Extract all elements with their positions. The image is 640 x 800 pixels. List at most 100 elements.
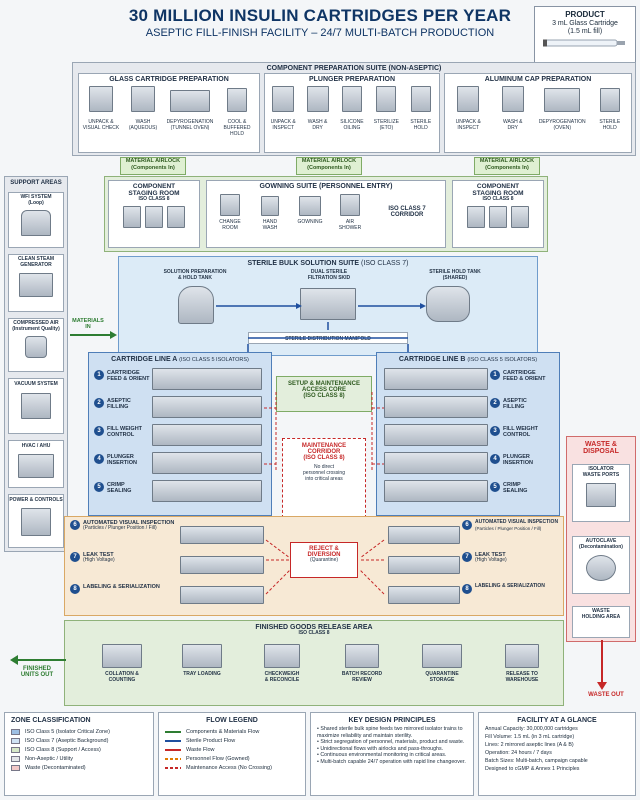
prep-tank-icon [178, 286, 214, 324]
post-a-step-6: 6 AUTOMATED VISUAL INSPECTION(Particles … [70, 520, 260, 552]
machine-icon [501, 86, 524, 112]
post-b-machines [388, 526, 460, 612]
step-number: 1 [94, 370, 104, 380]
tunnel-oven-icon [170, 90, 210, 112]
sink-icon [261, 196, 279, 216]
flow-legend-title: FLOW LEGEND [206, 717, 258, 724]
zone-swatch [11, 737, 20, 744]
autoclave-icon [586, 554, 616, 581]
principle-item: • Multi-batch capable 24/7 operation wit… [317, 759, 466, 766]
support-label: CLEAN STEAM GENERATOR [17, 256, 55, 268]
plunger-step-3: SILICONE OILING [335, 86, 368, 152]
zone-swatch [11, 764, 20, 771]
waste-port-icon [586, 482, 616, 507]
step-number: 6 [70, 520, 80, 530]
zone-legend-row: Waste (Decontaminated) [11, 763, 147, 772]
flow-legend-label: Maintenance Access (No Crossing) [186, 764, 272, 771]
setup-core: SETUP & MAINTENANCE ACCESS CORE (ISO CLA… [276, 376, 372, 412]
step-label: WASH (AQUEOUS) [128, 119, 158, 131]
flow-legend-row: Waste Flow [165, 745, 299, 754]
step-number: 2 [94, 398, 104, 408]
tray-loader-icon [182, 644, 222, 668]
machine-icon [272, 86, 295, 112]
post-a-machines [180, 526, 264, 612]
machine-icon [457, 86, 480, 112]
storage-rack-icon [489, 205, 507, 228]
inspection-machine-icon [388, 526, 460, 544]
finished-out-label: FINISHED UNITS OUT [20, 666, 54, 678]
leak-tester-icon [180, 556, 264, 574]
flow-legend-row: Personnel Flow (Gowned) [165, 754, 299, 763]
support-hvac: HVAC / AHU [8, 440, 64, 488]
gowning-steps: CHANGE ROOM HAND WASH GOWNING AIR SHOWER [210, 194, 370, 246]
step-label: STERILE HOLD [599, 119, 621, 131]
alucap-step-2: WASH & DRY [493, 86, 533, 152]
step-number: 5 [490, 482, 500, 492]
isolator-icon [152, 452, 262, 474]
step-label: COLLATION & COUNTING [105, 671, 139, 683]
reject-title: REJECT & DIVERSION [307, 546, 341, 558]
storage-rack-icon [167, 205, 185, 228]
glance-item: Fill Volume: 1.5 mL (in 3 mL cartridge) [485, 733, 575, 740]
waste-item-label: ISOLATOR WASTE PORTS [582, 466, 620, 478]
line-b-title: CARTRIDGE LINE B (ISO CLASS 5 ISOLATORS) [377, 356, 559, 363]
waste-title: WASTE & DISPOSAL [583, 441, 619, 455]
flow-legend-label: Personnel Flow (Gowned) [186, 755, 250, 762]
machine-icon [376, 86, 397, 112]
release-step-4: BATCH RECORD REVIEW [332, 640, 392, 704]
support-label: VACUUM SYSTEM [14, 381, 58, 387]
waste-out-label: WASTE OUT [588, 692, 624, 698]
step-sub: (High Voltage) [83, 557, 115, 564]
ahu-icon [18, 453, 54, 478]
plunger-steps: UNPACK & INSPECT WASH & DRY SILICONE OIL… [266, 86, 438, 152]
product-heading: PRODUCT [565, 10, 605, 19]
materials-in-label: MATERIALS IN [72, 318, 104, 331]
rack-icon [227, 88, 247, 112]
staging-right-class: ISO CLASS 8 [482, 196, 514, 202]
control-cabinet-icon [21, 507, 51, 536]
step-label: FILL WEIGHT CONTROL [503, 426, 539, 439]
glass-step-4: COOL & BUFFERED HOLD [217, 86, 257, 152]
flow-line-swatch [165, 766, 181, 769]
reject-sub: (Quarantine) [309, 557, 339, 563]
line-b-isolators [384, 368, 488, 512]
waste-item-label: AUTOCLAVE (Decontamination) [579, 538, 623, 550]
step-number: 1 [490, 370, 500, 380]
release-step-5: QUARANTINE STORAGE [412, 640, 472, 704]
zone-legend-label: Non-Aseptic / Utility [25, 755, 73, 762]
generator-icon [19, 272, 53, 297]
storage-rack-icon [467, 205, 485, 228]
step-label: CHANGE ROOM [219, 219, 241, 231]
step-label: DEPYROGENATION (OVEN) [538, 119, 586, 131]
page-subtitle: ASEPTIC FILL-FINISH FACILITY – 24/7 MULT… [145, 27, 495, 39]
alucap-step-3: DEPYROGENATION (OVEN) [537, 86, 587, 152]
gowning-step-2: HAND WASH [252, 194, 288, 246]
step-title: AUTOMATED VISUAL INSPECTION [83, 520, 175, 526]
reject-dashed-arrows [265, 539, 385, 595]
inspection-machine-icon [180, 526, 264, 544]
glance-item: Annual Capacity: 30,000,000 cartridges [485, 726, 578, 732]
step-title: AUTOMATED VISUAL INSPECTION [475, 519, 559, 525]
line-a-title-text: CARTRIDGE LINE A [111, 356, 178, 363]
machine-icon [341, 86, 362, 112]
plunger-step-4: STERILIZE (ETO) [370, 86, 403, 152]
post-b: 6 AUTOMATED VISUAL INSPECTION(Particles … [462, 519, 562, 614]
step-label: STERILE HOLD [410, 119, 432, 131]
glance-item: Designed to cGMP & Annex 1 Principles [485, 765, 580, 772]
step-label: BATCH RECORD REVIEW [341, 671, 383, 683]
waste-out-arrow [597, 640, 607, 690]
support-label: WFI SYSTEM (Loop) [20, 194, 52, 206]
storage-rack-icon [145, 205, 163, 228]
step-label: COOL & BUFFERED HOLD [223, 119, 251, 137]
maintenance-dashed-arrows [264, 392, 384, 470]
plunger-step-2: WASH & DRY [301, 86, 334, 152]
flow-legend-label: Components & Materials Flow [186, 728, 260, 735]
staging-left-title: COMPONENT STAGING ROOM [128, 183, 180, 197]
